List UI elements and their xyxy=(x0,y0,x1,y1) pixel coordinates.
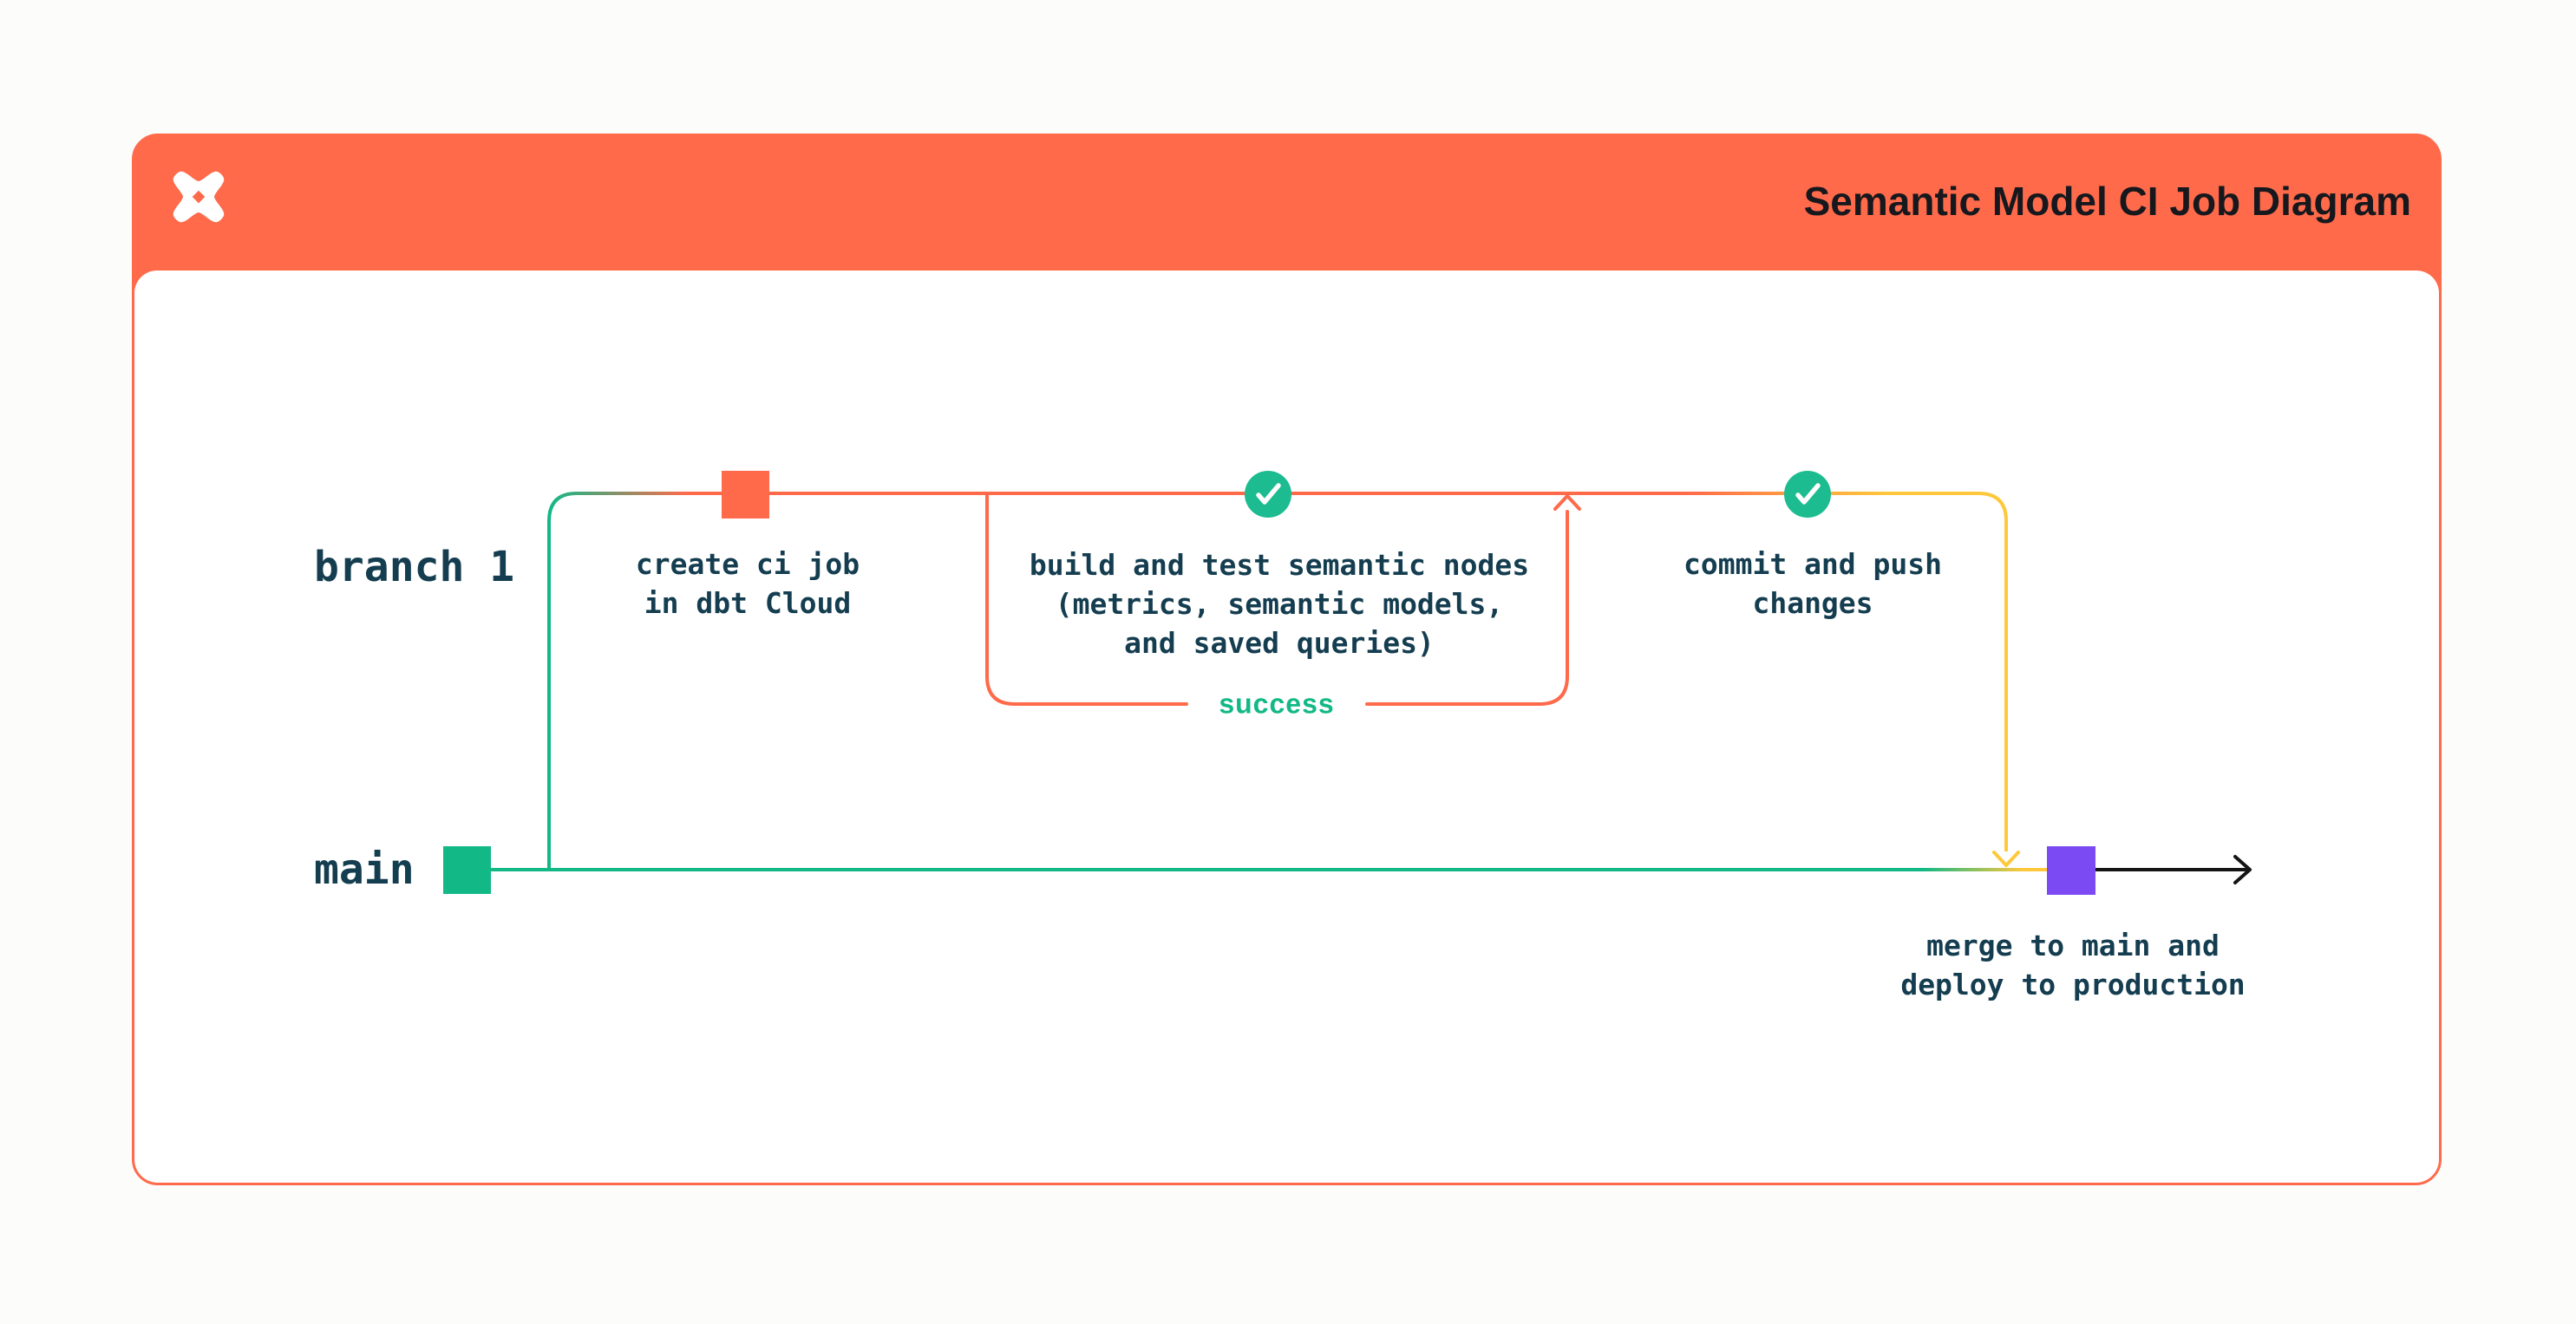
success-loop-right xyxy=(1365,510,1569,706)
node-commit-push-label: commit and push changes xyxy=(1684,545,1942,623)
node-merge-deploy-label: merge to main and deploy to production xyxy=(1900,926,2245,1004)
diagram-card xyxy=(132,134,2442,1185)
node-line: (metrics, semantic models, xyxy=(1055,587,1504,621)
merge-arrowhead-icon xyxy=(1992,851,2020,867)
node-line: and saved queries) xyxy=(1124,626,1435,660)
node-line: deploy to production xyxy=(1900,968,2246,1001)
main-commit-marker xyxy=(443,846,491,894)
card-body xyxy=(134,271,2439,1183)
card-header xyxy=(134,136,2439,293)
check-circle-icon xyxy=(1245,471,1291,518)
node-line: changes xyxy=(1752,586,1873,620)
merge-commit-marker xyxy=(2047,846,2095,895)
node-line: merge to main and xyxy=(1926,929,2220,962)
check-circle-icon xyxy=(1784,471,1831,518)
production-arrowhead-icon xyxy=(2233,855,2252,884)
success-arrowhead-icon xyxy=(1553,494,1581,511)
node-line: commit and push xyxy=(1683,547,1943,581)
dbt-logo-icon xyxy=(173,171,225,223)
branch1-label: branch 1 xyxy=(314,543,515,591)
success-label: success xyxy=(1219,688,1335,720)
success-loop-left xyxy=(985,493,1188,706)
node-line: create ci job xyxy=(635,547,860,581)
page-title: Semantic Model CI Job Diagram xyxy=(1803,179,2411,224)
create-ci-commit-marker xyxy=(722,471,769,519)
node-line: in dbt Cloud xyxy=(644,586,852,620)
node-line: build and test semantic nodes xyxy=(1029,548,1530,582)
main-label: main xyxy=(314,845,415,894)
node-create-ci-label: create ci job in dbt Cloud xyxy=(636,545,860,623)
node-build-test-label: build and test semantic nodes (metrics, … xyxy=(1030,545,1529,662)
